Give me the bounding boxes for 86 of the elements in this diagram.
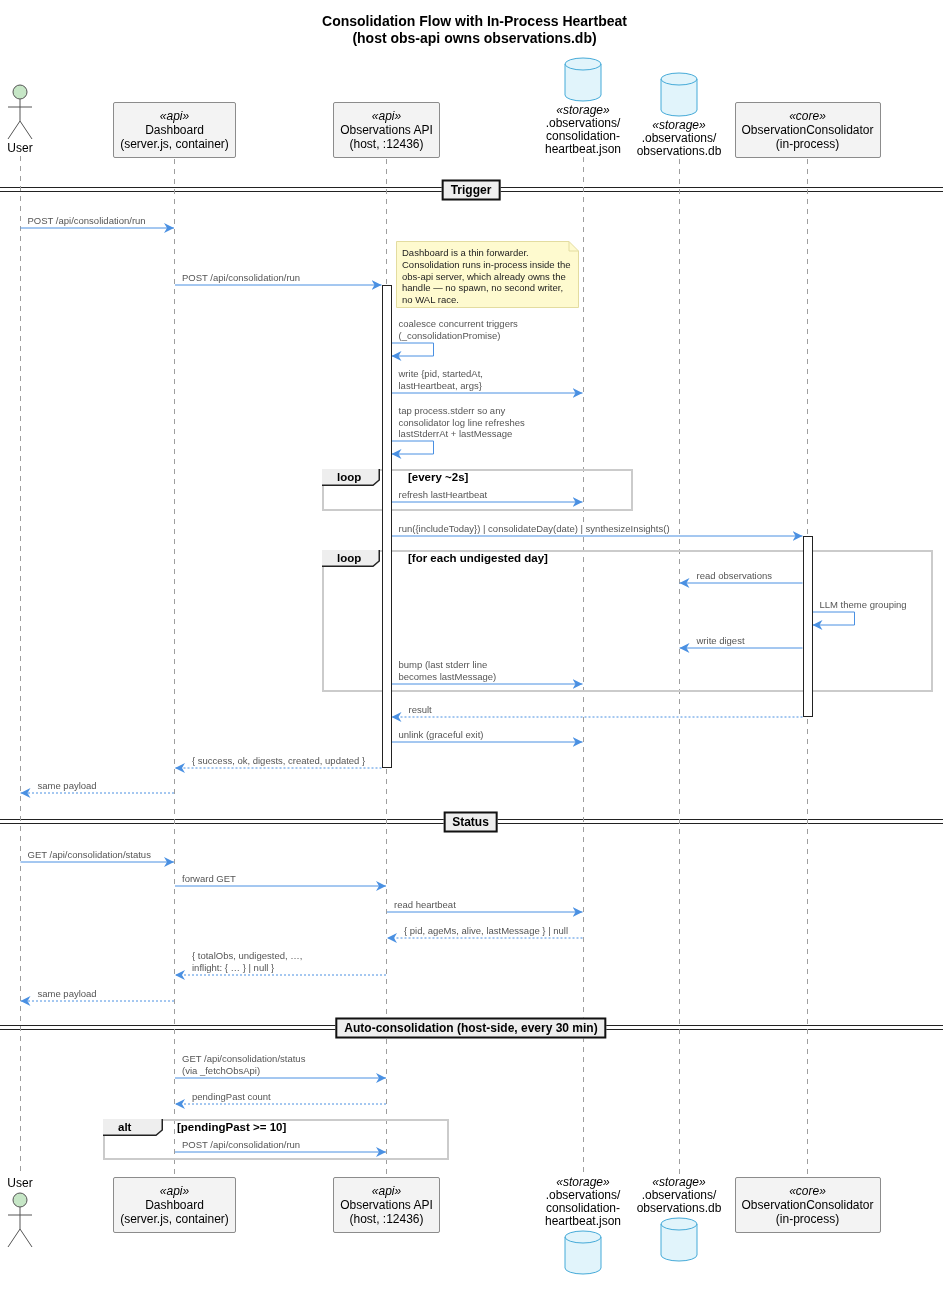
- message-arrow: [391, 737, 583, 747]
- guard-condition: [pendingPast >= 10]: [177, 1120, 287, 1135]
- message-label: same payload: [36, 987, 98, 999]
- lifeline: [582, 157, 584, 1175]
- message-label: refresh lastHeartbeat: [397, 488, 489, 500]
- participant-name: Dashboard (server.js, container): [119, 1198, 230, 1226]
- section-header: Trigger: [441, 179, 501, 201]
- message-arrow: [391, 497, 583, 507]
- section-header: Auto-consolidation (host-side, every 30 min): [335, 1017, 607, 1039]
- message-label: unlink (graceful exit): [397, 728, 485, 740]
- message-label: POST /api/consolidation/run: [181, 1138, 302, 1150]
- message-label: GET /api/consolidation/status: [26, 848, 152, 860]
- stereotype-label: «api»: [159, 109, 190, 123]
- message-label: POST /api/consolidation/run: [181, 271, 302, 283]
- fragment-operator-tab: loop: [322, 550, 380, 567]
- message-label: LLM theme grouping: [818, 598, 908, 610]
- guard-condition: [for each undigested day]: [408, 551, 548, 566]
- message-label: same payload: [36, 779, 98, 791]
- participant-box: [734, 102, 881, 158]
- stereotype-label: «storage»: [652, 1176, 706, 1189]
- stereotype-label: «core»: [789, 109, 826, 123]
- message-label: run({includeToday}) | consolidateDay(date) | synthesizeInsights(): [397, 522, 671, 534]
- return-message-arrow: [174, 970, 387, 980]
- actor-name: User: [7, 142, 33, 155]
- stereotype-label: «api»: [371, 109, 402, 123]
- message-label: forward GET: [181, 872, 237, 884]
- message-label: result: [407, 703, 433, 715]
- participant-name: ObservationConsolidator (in-process): [740, 1198, 875, 1226]
- participant-name: .observations/ consolidation- heartbeat.json: [543, 117, 623, 156]
- message-arrow: [20, 223, 175, 233]
- participant-box: [333, 1177, 440, 1233]
- return-message-arrow: [391, 712, 803, 722]
- return-message-arrow: [20, 996, 175, 1006]
- return-message-arrow: [386, 933, 583, 943]
- participant-name: .observations/ observations.db: [635, 1189, 723, 1215]
- fragment-operator-tab: alt: [103, 1119, 163, 1136]
- lifeline: [678, 159, 680, 1175]
- participant-box: [734, 1177, 881, 1233]
- message-label: write digest: [695, 634, 746, 646]
- stereotype-label: «api»: [371, 1184, 402, 1198]
- message-arrow: [391, 679, 583, 689]
- participant-name: Observations API (host, :12436): [339, 123, 434, 151]
- stereotype-label: «api»: [159, 1184, 190, 1198]
- message-arrow: [20, 857, 175, 867]
- stereotype-label: «storage»: [556, 104, 610, 117]
- fragment-operator-tab: loop: [322, 469, 380, 486]
- participant-name: Observations API (host, :12436): [339, 1198, 434, 1226]
- message-label: pendingPast count: [191, 1090, 272, 1102]
- message-arrow: [679, 578, 803, 588]
- message-arrow: [679, 643, 803, 653]
- message-arrow: [174, 881, 387, 891]
- message-arrow: [391, 531, 803, 541]
- message-arrow: [174, 1073, 387, 1083]
- diagram-title: Consolidation Flow with In-Process Heartbeat (host obs-api owns observations.db): [321, 13, 628, 47]
- participant-name: Dashboard (server.js, container): [119, 123, 230, 151]
- message-label: read observations: [695, 569, 774, 581]
- stereotype-label: «storage»: [652, 119, 706, 132]
- activation-bar: [381, 285, 392, 768]
- actor-name: User: [7, 1177, 33, 1190]
- lifeline: [174, 159, 175, 1176]
- message-label: { pid, ageMs, alive, lastMessage } | null: [403, 924, 570, 936]
- return-message-arrow: [174, 763, 382, 773]
- participant-box: [113, 1177, 236, 1233]
- participant-box: [333, 102, 440, 158]
- participant-box: [113, 102, 236, 158]
- return-message-arrow: [20, 788, 175, 798]
- self-message-arrow: [391, 440, 434, 459]
- self-message-arrow: [391, 342, 434, 361]
- activation-bar: [802, 536, 813, 717]
- message-label: { success, ok, digests, created, updated }: [191, 754, 367, 766]
- stereotype-label: «storage»: [556, 1176, 610, 1189]
- participant-name: .observations/ observations.db: [635, 132, 723, 158]
- message-label: POST /api/consolidation/run: [26, 214, 147, 226]
- guard-condition: [every ~2s]: [408, 470, 469, 485]
- message-arrow: [174, 280, 382, 290]
- stereotype-label: «core»: [789, 1184, 826, 1198]
- participant-name: ObservationConsolidator (in-process): [740, 123, 875, 151]
- message-arrow: [174, 1147, 387, 1157]
- section-header: Status: [443, 811, 498, 833]
- participant-name: .observations/ consolidation- heartbeat.json: [543, 1189, 623, 1228]
- note: Dashboard is a thin forwarder. Consolidation runs in-process inside the obs-api server, which already owns the handle — no spawn, no second writer, no WAL race.: [396, 241, 579, 308]
- message-arrow: [386, 907, 583, 917]
- message-arrow: [391, 388, 583, 398]
- self-message-arrow: [812, 611, 855, 630]
- message-label: read heartbeat: [393, 898, 457, 910]
- return-message-arrow: [174, 1099, 387, 1109]
